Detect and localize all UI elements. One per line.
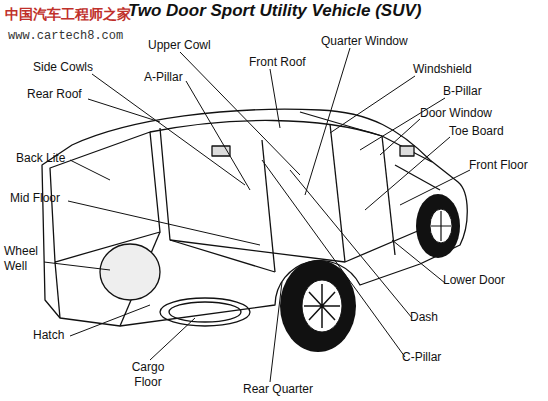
part-label: Mid Floor <box>10 191 60 206</box>
part-label: Cargo Floor <box>124 360 172 390</box>
front-wheel <box>416 194 460 258</box>
dash-line <box>395 165 440 190</box>
part-label: Dash <box>410 310 438 325</box>
part-label: Lower Door <box>443 273 505 288</box>
watermark: www.cartech8.com <box>8 29 123 44</box>
part-label: Back Lite <box>16 151 65 166</box>
part-label: Rear Quarter <box>243 382 313 397</box>
part-label: Hatch <box>33 328 64 343</box>
back-lite-frame <box>50 132 160 262</box>
part-label: Wheel Well <box>4 244 44 274</box>
part-label: C-Pillar <box>402 350 441 365</box>
b-pillar-line <box>330 124 345 262</box>
side-mirror <box>400 146 414 156</box>
cargo-floor-inner <box>169 302 241 322</box>
part-label: Windshield <box>413 62 472 77</box>
roof-line <box>150 120 382 136</box>
leader-lines <box>44 48 470 382</box>
part-label: Rear Roof <box>27 87 82 102</box>
part-label: Side Cowls <box>33 60 93 75</box>
part-label: B-Pillar <box>443 84 482 99</box>
part-label: Toe Board <box>449 124 504 139</box>
floor-line <box>170 230 420 262</box>
watermark: 中国汽车工程师之家 <box>5 6 131 22</box>
hatch-edge <box>55 262 60 318</box>
body-outline <box>42 109 467 326</box>
part-label: Front Floor <box>469 158 528 173</box>
part-label: Upper Cowl <box>148 38 211 53</box>
cargo-floor <box>160 298 250 326</box>
windshield-frame <box>300 112 432 162</box>
part-label: Door Window <box>420 106 492 121</box>
part-label: Quarter Window <box>321 34 408 49</box>
part-label: A-Pillar <box>144 70 183 85</box>
diagram-title: Two Door Sport Utility Vehicle (SUV) <box>128 1 421 21</box>
wheel-well <box>100 244 160 300</box>
part-label: Front Roof <box>249 55 306 70</box>
door-front-edge <box>382 136 395 255</box>
